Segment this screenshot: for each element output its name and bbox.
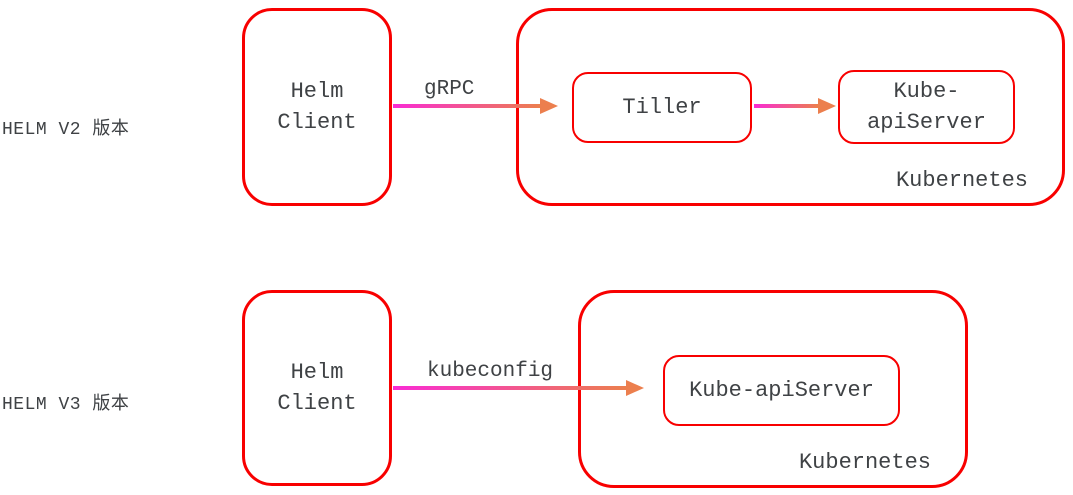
v2-kube-apiserver-box: Kube- apiServer	[838, 70, 1015, 144]
v2-grpc-arrow-line	[393, 104, 540, 108]
v3-helm-client-label-line1: Helm	[290, 360, 344, 385]
v3-row-label: HELM V3 版本	[2, 395, 130, 415]
v3-kube-apiserver-label: Kube-apiServer	[689, 378, 874, 403]
v2-grpc-arrow-head-icon	[540, 98, 558, 114]
v3-helm-client-label-line2: Client	[277, 391, 357, 416]
v2-helm-client-box: Helm Client	[242, 8, 392, 206]
v3-helm-client-box: Helm Client	[242, 290, 392, 486]
v3-kubernetes-label: Kubernetes	[798, 450, 931, 475]
v2-tiller-apiserver-arrow-head-icon	[818, 98, 836, 114]
v2-grpc-arrow-label: gRPC	[424, 78, 475, 101]
v2-tiller-box: Tiller	[572, 72, 752, 143]
v2-tiller-apiserver-arrow-line	[754, 104, 818, 108]
v3-kubeconfig-arrow-head-icon	[626, 380, 644, 396]
v2-row-label: HELM V2 版本	[2, 120, 130, 140]
v2-tiller-label: Tiller	[622, 95, 702, 120]
v2-kube-apiserver-label-line2: apiServer	[867, 110, 986, 135]
v3-kube-apiserver-box: Kube-apiServer	[663, 355, 900, 426]
v2-helm-client-label-line2: Client	[277, 110, 357, 135]
v2-kubernetes-label: Kubernetes	[895, 168, 1028, 193]
v3-kubeconfig-arrow-label: kubeconfig	[427, 360, 554, 383]
v2-helm-client-label-line1: Helm	[290, 79, 344, 104]
v2-kube-apiserver-label-line1: Kube-	[893, 79, 960, 104]
v3-kubeconfig-arrow-line	[393, 386, 626, 390]
